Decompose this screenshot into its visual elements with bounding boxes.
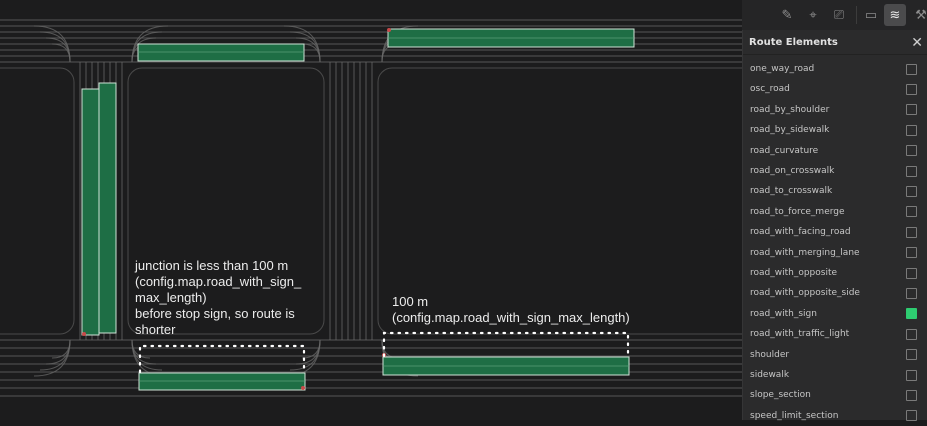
route-element-label: sidewalk [750, 370, 790, 380]
route-element-label: road_to_crosswalk [750, 186, 833, 197]
route-element-checkbox[interactable] [906, 389, 917, 401]
route-element-label: road_with_sign [750, 308, 817, 319]
panel-header: Route Elements ✕ [743, 30, 927, 55]
route-element-label: slope_section [750, 390, 811, 401]
route-element-item[interactable]: road_to_force_merge [743, 202, 927, 222]
route-element-label: speed_limit_section [750, 410, 839, 421]
annotation-line: max_length) [135, 290, 207, 305]
route-element-label: road_by_shoulder [750, 104, 830, 115]
ruler-icon[interactable]: ✎ [781, 7, 793, 22]
toolbar: ✎ ⌖ ⎚ ▭ ≋ ⚒ [742, 0, 927, 30]
route-element-item[interactable]: slope_section [743, 385, 927, 405]
route-element-item[interactable]: road_by_sidewalk [743, 120, 927, 140]
route-segment [98, 82, 117, 334]
annotation-line: junction is less than 100 m [135, 258, 289, 273]
route-element-item[interactable]: road_on_crosswalk [743, 161, 927, 181]
route-segment [81, 88, 100, 336]
annotation-right: 100 m (config.map.road_with_sign_max_len… [392, 294, 630, 326]
route-element-label: road_with_facing_road [750, 227, 851, 238]
route-element-checkbox[interactable] [906, 83, 917, 95]
route-element-checkbox[interactable] [906, 267, 917, 279]
route-element-item[interactable]: road_with_traffic_light [743, 324, 927, 344]
route-element-item[interactable]: shoulder [743, 345, 927, 365]
route-element-checkbox[interactable] [906, 308, 917, 320]
route-element-item[interactable]: osc_road [743, 79, 927, 99]
wrench-icon[interactable]: ⚒ [915, 7, 927, 22]
junction-curve [33, 339, 71, 377]
annotation-line: (config.map.road_with_sign_max_length) [392, 310, 630, 325]
block-outline [377, 67, 742, 335]
route-element-item[interactable]: road_to_crosswalk [743, 181, 927, 201]
length-bracket [138, 344, 306, 374]
road-network [0, 19, 742, 397]
junction-curve [131, 25, 169, 63]
route-element-label: road_curvature [750, 145, 819, 156]
route-element-checkbox[interactable] [906, 206, 917, 218]
route-element-label: road_with_traffic_light [750, 329, 850, 340]
focus-icon[interactable]: ⌖ [809, 7, 817, 22]
route-element-label: road_on_crosswalk [750, 166, 835, 176]
block-outline [127, 67, 325, 335]
route-element-checkbox[interactable] [906, 328, 917, 340]
route-element-label: road_to_force_merge [750, 206, 845, 217]
route-element-label: shoulder [750, 349, 790, 360]
route-element-label: road_with_merging_lane [750, 247, 860, 258]
junction-curve [131, 339, 163, 371]
route-element-label: one_way_road [750, 64, 815, 74]
junction-curve [39, 339, 71, 371]
route-element-item[interactable]: road_with_opposite [743, 263, 927, 283]
route-element-label: road_by_sidewalk [750, 125, 830, 136]
close-icon[interactable]: ✕ [911, 34, 923, 50]
panel-title: Route Elements [749, 36, 838, 48]
stop-sign-marker [82, 332, 86, 336]
route-element-item[interactable]: road_with_sign [743, 304, 927, 324]
route-element-item[interactable]: sidewalk [743, 365, 927, 385]
junction-curve [39, 31, 71, 63]
junction-curve [283, 25, 321, 63]
junction-curve [289, 339, 321, 371]
route-element-label: road_with_opposite_side [750, 288, 860, 299]
route-element-checkbox[interactable] [906, 104, 917, 116]
route-element-checkbox[interactable] [906, 226, 917, 238]
stop-sign-marker [387, 28, 391, 32]
annotation-line: shorter [135, 322, 176, 337]
route-element-item[interactable]: speed_limit_section [743, 406, 927, 426]
annotation-left: junction is less than 100 m (config.map.… [135, 258, 301, 338]
route-element-checkbox[interactable] [906, 124, 917, 136]
map-viewport[interactable]: junction is less than 100 m (config.map.… [0, 0, 742, 420]
route-element-checkbox[interactable] [906, 349, 917, 361]
route-element-label: osc_road [750, 84, 790, 95]
annotation-line: before stop sign, so route is [135, 306, 295, 321]
route-element-checkbox[interactable] [906, 63, 917, 75]
route-element-checkbox[interactable] [906, 247, 917, 259]
annotation-line: (config.map.road_with_sign_ [135, 274, 302, 289]
annotation-line: 100 m [392, 294, 429, 309]
junction-curve [33, 25, 71, 63]
block-outline [0, 67, 75, 335]
route-element-checkbox[interactable] [906, 185, 917, 197]
route-element-checkbox[interactable] [906, 165, 917, 177]
route-element-item[interactable]: road_by_shoulder [743, 100, 927, 120]
stop-sign-marker [301, 386, 305, 390]
route-element-item[interactable]: road_with_merging_lane [743, 243, 927, 263]
route-element-checkbox[interactable] [906, 145, 917, 157]
route-element-item[interactable]: road_with_opposite_side [743, 283, 927, 303]
vehicle-camera-icon[interactable]: ⎚ [833, 7, 845, 22]
length-bracket [382, 331, 630, 358]
toolbar-divider [856, 6, 857, 24]
layers-icon[interactable]: ≋ [884, 4, 906, 26]
route-element-label: road_with_opposite [750, 268, 838, 278]
video-camera-icon[interactable]: ▭ [864, 7, 878, 22]
route-element-checkbox[interactable] [906, 369, 917, 381]
route-element-item[interactable]: one_way_road [743, 59, 927, 79]
route-element-item[interactable]: road_curvature [743, 141, 927, 161]
route-element-item[interactable]: road_with_facing_road [743, 222, 927, 242]
route-element-checkbox[interactable] [906, 287, 917, 299]
